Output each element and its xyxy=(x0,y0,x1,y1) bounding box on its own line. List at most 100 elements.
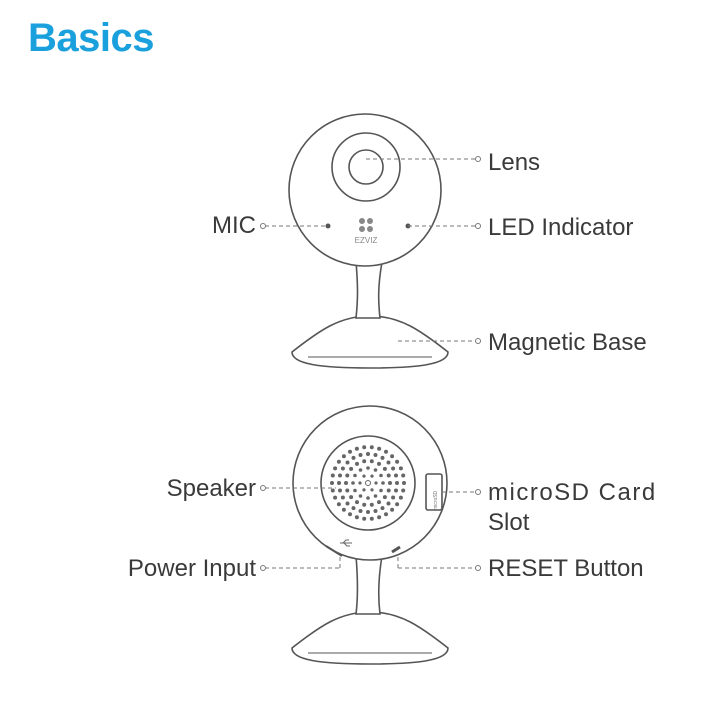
speaker-hole xyxy=(358,481,362,485)
speaker-hole xyxy=(358,509,363,513)
speaker-hole xyxy=(373,468,378,472)
speaker-hole xyxy=(398,466,403,471)
speaker-hole xyxy=(401,473,406,478)
speaker-hole xyxy=(377,500,381,505)
speaker-hole xyxy=(353,488,357,493)
speaker-hole xyxy=(362,445,367,450)
speaker-hole xyxy=(382,466,387,471)
speaker-hole xyxy=(369,502,374,507)
speaker-hole xyxy=(351,455,356,460)
microsd-label-line1: microSD Card xyxy=(488,479,657,506)
front-leaders xyxy=(265,158,476,342)
speaker-hole xyxy=(384,449,388,454)
speaker-hole xyxy=(333,495,338,500)
speaker-hole xyxy=(386,501,391,506)
speaker-hole xyxy=(355,500,359,505)
speaker-hole xyxy=(338,488,342,493)
front-leader-ends xyxy=(260,156,481,344)
page-title: Basics xyxy=(28,16,154,60)
speaker-hole xyxy=(394,473,398,478)
speaker-hole xyxy=(355,461,359,466)
speaker-hole xyxy=(341,454,346,459)
speaker-hole xyxy=(366,496,370,500)
speaker-hole xyxy=(336,502,341,507)
speaker-hole xyxy=(373,509,378,513)
speaker-hole xyxy=(345,460,350,465)
speaker-hole xyxy=(366,510,370,514)
speaker-hole xyxy=(336,459,341,464)
speaker-label: Speaker xyxy=(166,475,256,502)
front-lens-inner xyxy=(348,149,384,185)
speaker-hole xyxy=(358,494,363,498)
speaker-hole xyxy=(394,488,398,493)
front-neck xyxy=(355,261,383,319)
speaker-hole xyxy=(354,446,359,451)
ezviz-logo-icon xyxy=(359,218,373,232)
speaker-hole xyxy=(386,460,391,465)
speaker-hole xyxy=(379,473,383,478)
slot-mark: microSD xyxy=(433,490,439,510)
speaker-hole xyxy=(391,495,396,500)
power-input-label: Power Input xyxy=(127,555,256,582)
led-indicator-label: LED Indicator xyxy=(488,214,634,241)
speaker-hole xyxy=(333,466,338,471)
speaker-hole xyxy=(362,516,367,521)
speaker-hole xyxy=(377,461,381,466)
mic-label: MIC xyxy=(212,212,256,239)
speaker-hole xyxy=(344,481,348,485)
back-camera xyxy=(291,405,449,665)
front-lens-outer xyxy=(331,132,401,202)
speaker-hole xyxy=(374,481,378,485)
lens-label: Lens xyxy=(488,149,541,176)
reset-button-label: RESET Button xyxy=(488,555,644,582)
speaker-hole xyxy=(348,449,352,454)
speaker-hole xyxy=(382,495,387,500)
speaker-hole xyxy=(369,516,374,521)
mic-dot xyxy=(325,223,331,229)
speaker-center xyxy=(365,480,371,486)
speaker-hole xyxy=(395,481,399,485)
speaker-hole xyxy=(349,466,354,471)
speaker-hole xyxy=(380,506,385,511)
speaker-hole xyxy=(380,455,385,460)
brand-mark: EZVIZ xyxy=(355,236,378,245)
speaker-hole xyxy=(340,466,345,471)
speaker-grille xyxy=(320,435,416,531)
speaker-hole xyxy=(349,495,354,500)
speaker-hole xyxy=(395,502,400,507)
speaker-hole xyxy=(351,506,356,511)
speaker-hole xyxy=(384,512,388,517)
speaker-hole xyxy=(341,507,346,512)
speaker-hole xyxy=(362,474,366,478)
speaker-hole xyxy=(402,481,406,485)
speaker-hole xyxy=(354,515,359,520)
speaker-hole xyxy=(366,452,370,456)
speaker-holes xyxy=(330,445,406,521)
power-port xyxy=(325,545,343,557)
speaker-hole xyxy=(401,488,406,493)
speaker-hole xyxy=(330,488,335,493)
speaker-hole xyxy=(345,501,350,506)
speaker-hole xyxy=(391,466,396,471)
speaker-hole xyxy=(377,515,382,520)
speaker-hole xyxy=(362,488,366,492)
speaker-hole xyxy=(362,459,367,464)
magnetic-base-label: Magnetic Base xyxy=(488,329,647,356)
usb-icon xyxy=(340,539,352,547)
back-magnetic-base xyxy=(291,611,449,665)
speaker-hole xyxy=(370,488,374,492)
back-neck xyxy=(355,555,383,615)
speaker-hole xyxy=(358,453,363,457)
speaker-hole xyxy=(386,473,391,478)
speaker-hole xyxy=(379,488,383,493)
front-camera xyxy=(288,113,449,369)
speaker-hole xyxy=(388,481,392,485)
speaker-hole xyxy=(330,473,335,478)
reset-button xyxy=(391,545,401,554)
speaker-hole xyxy=(345,473,350,478)
speaker-hole xyxy=(338,473,342,478)
speaker-hole xyxy=(362,502,367,507)
speaker-hole xyxy=(377,446,382,451)
speaker-hole xyxy=(337,481,341,485)
speaker-hole xyxy=(390,507,395,512)
